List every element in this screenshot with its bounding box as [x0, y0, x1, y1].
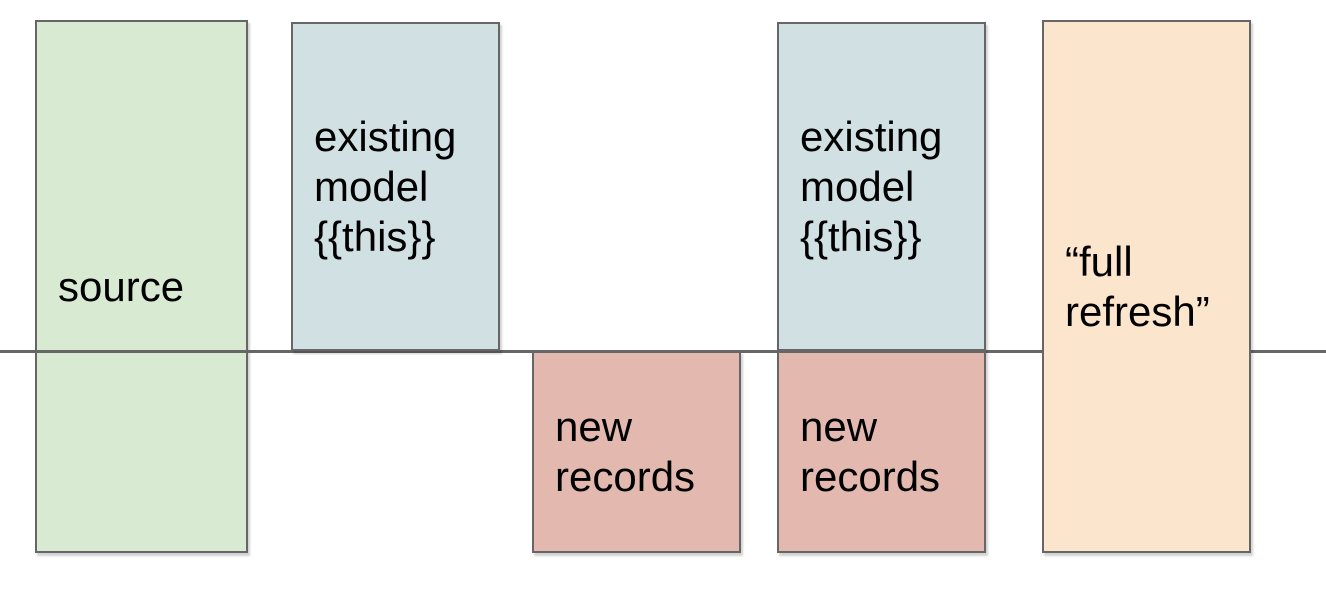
box-full-refresh-label: “full refresh”	[1065, 237, 1210, 335]
box-existing-model-right-label: existing model {{this}}	[800, 112, 943, 260]
box-source: source	[35, 20, 248, 553]
box-new-records-right: new records	[777, 351, 986, 553]
box-full-refresh: “full refresh”	[1042, 20, 1251, 553]
box-new-records-left-label: new records	[555, 403, 696, 500]
box-new-records-right-label: new records	[800, 403, 941, 500]
box-existing-model-left-label: existing model {{this}}	[314, 112, 457, 260]
box-source-label: source	[58, 262, 185, 310]
box-existing-model-left: existing model {{this}}	[291, 22, 500, 351]
box-new-records-left: new records	[532, 351, 741, 553]
box-existing-model-right: existing model {{this}}	[777, 22, 986, 351]
